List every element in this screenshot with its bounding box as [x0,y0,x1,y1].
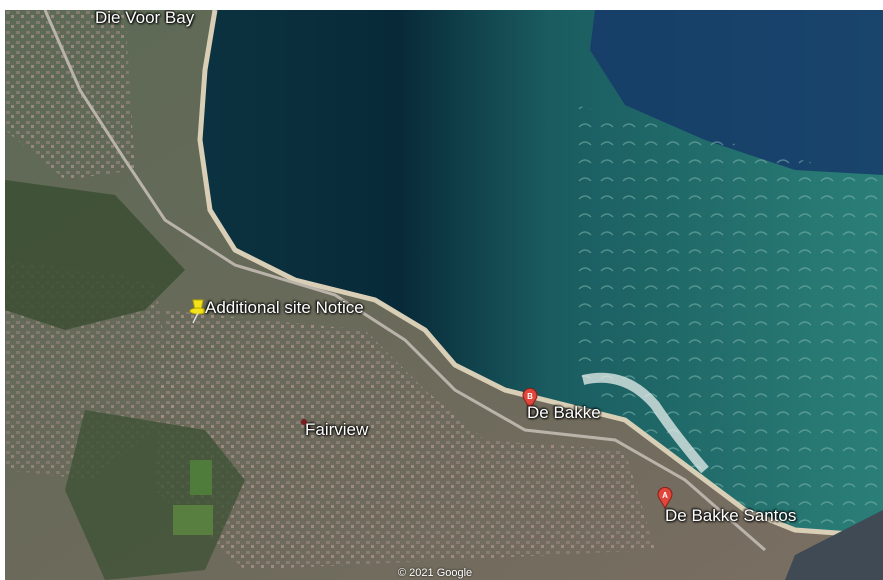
label-de-bakke-santos: De Bakke Santos [665,506,797,525]
sports-field-2 [173,505,213,535]
map-imagery [5,10,883,580]
coastline [197,10,866,538]
main-road [43,10,766,552]
label-fairview: Fairview [305,420,369,439]
harbour [785,510,883,580]
label-de-bakke: De Bakke [527,403,601,422]
label-additional-site-notice: Additional site Notice [205,298,364,317]
pin-a-letter: A [662,491,668,500]
map-pin-a-icon[interactable]: A [657,487,673,509]
town-fairview [155,310,655,570]
deep-water [590,10,883,175]
satellite-map[interactable]: Die Voor Bay Additional site Notice B De… [5,10,883,580]
label-die-voor-bay: Die Voor Bay [95,10,195,27]
green-valley [65,410,245,580]
sports-field [190,460,212,495]
pin-b-letter: B [527,392,533,401]
copyright: © 2021 Google [398,567,473,579]
town-north [5,10,135,180]
surf [581,372,709,474]
green-hills [5,180,185,330]
map-pin-b-icon[interactable]: B [522,388,538,410]
fairview-marker-icon [301,419,307,425]
pushpin-icon[interactable] [187,298,209,324]
wave-streaks [575,105,883,540]
